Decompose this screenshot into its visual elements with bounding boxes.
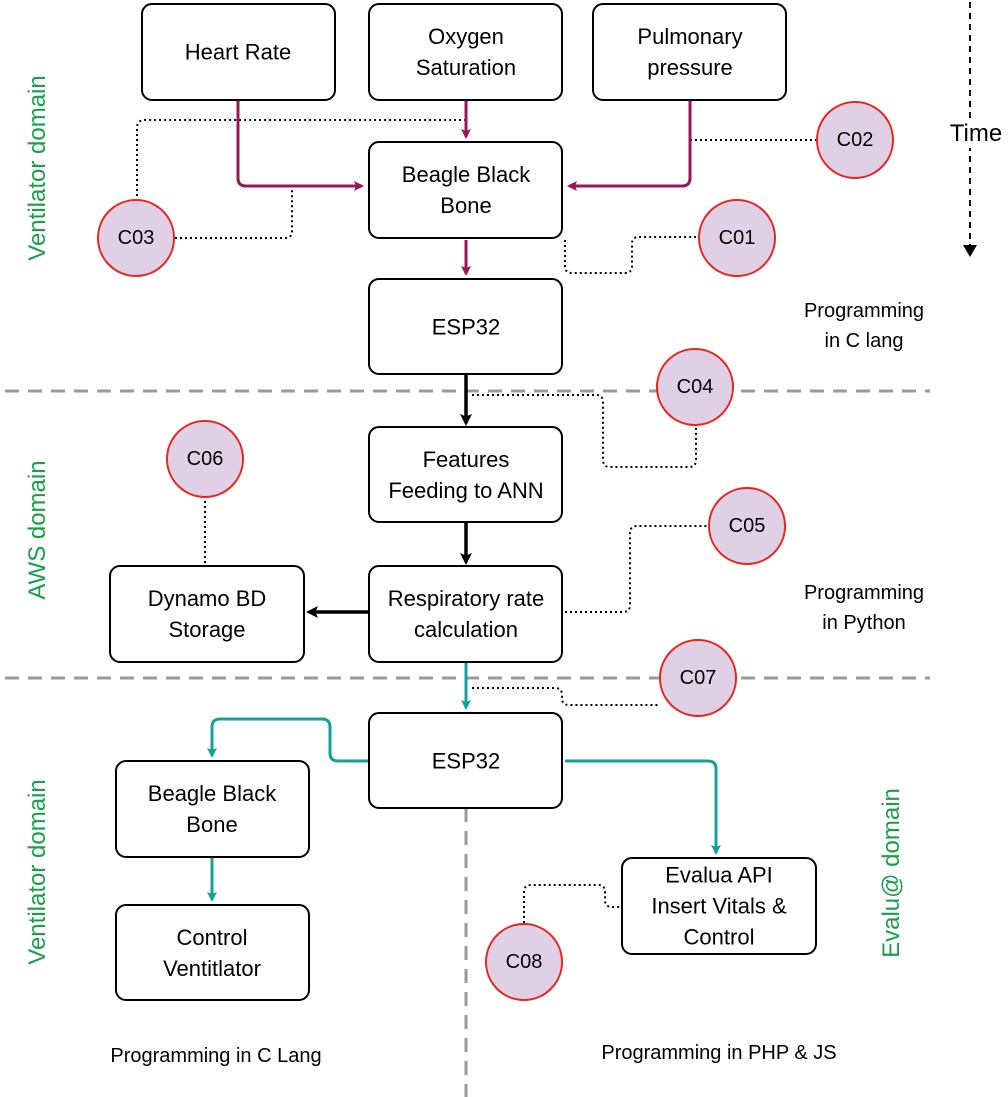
component-circle-c02 <box>816 101 894 179</box>
beagle-bottom-box <box>115 760 310 858</box>
beagle-bottom-label-line-1: Beagle Black <box>148 781 277 806</box>
features-label-line-1: Features <box>423 447 510 472</box>
domain-label-bottom-left: Ventilator domain <box>24 779 51 964</box>
component-circle-c01 <box>698 199 776 277</box>
evalua-api-label-line-2: Insert Vitals & <box>651 894 787 919</box>
component-label-c04: C04 <box>677 376 714 398</box>
esp32-top-box <box>368 278 563 375</box>
component-circle-c03 <box>97 199 175 277</box>
component-label-c02: C02 <box>837 129 874 151</box>
note-top-line-1: Programming <box>804 300 924 322</box>
component-circle-c07 <box>659 639 737 717</box>
esp32-bottom-label-line-1: ESP32 <box>432 749 501 774</box>
domain-label-bottom-right: Evalu@ domain <box>878 788 905 958</box>
time-label: Time <box>950 120 1002 147</box>
note-middle-line-2: in Python <box>822 612 905 634</box>
component-label-c07: C07 <box>680 667 717 689</box>
features-box <box>368 426 563 523</box>
oxygen-saturation-box <box>368 3 563 101</box>
dotted-connectors <box>136 119 818 928</box>
pulmonary-pressure-label-line-1: Pulmonary <box>637 24 742 49</box>
pulmonary-pressure-box <box>592 3 787 101</box>
control-box <box>115 904 310 1001</box>
heart-rate-box <box>141 3 336 101</box>
note-bottom-left-line-1: Programming in C Lang <box>110 1045 321 1067</box>
component-circle-c06 <box>166 420 244 498</box>
teal-arrows <box>207 662 721 902</box>
note-middle-line-1: Programming <box>804 582 924 604</box>
maroon-arrows <box>236 100 692 276</box>
control-label-line-1: Control <box>177 925 248 950</box>
component-label-c01: C01 <box>719 227 756 249</box>
dynamo-label-line-1: Dynamo BD <box>148 586 267 611</box>
component-circle-c05 <box>708 487 786 565</box>
domain-label-middle: AWS domain <box>24 460 51 599</box>
evalua-api-label-line-3: Control <box>684 925 755 950</box>
domain-label-top: Ventilator domain <box>24 75 51 260</box>
respiratory-box <box>368 565 563 663</box>
component-label-c03: C03 <box>118 227 155 249</box>
component-label-c05: C05 <box>729 515 766 537</box>
note-top-line-2: in C lang <box>825 330 904 352</box>
component-label-c06: C06 <box>187 448 224 470</box>
control-label-line-2: Ventitlator <box>163 956 261 981</box>
component-circle-c08 <box>485 923 563 1001</box>
beagle-bottom-label-line-2: Bone <box>186 812 237 837</box>
note-bottom-right-line-1: Programming in PHP & JS <box>601 1042 836 1064</box>
beagle-top-label-line-1: Beagle Black <box>402 162 531 187</box>
respiratory-label-line-1: Respiratory rate <box>388 586 545 611</box>
heart-rate-label-line-1: Heart Rate <box>185 40 291 65</box>
respiratory-label-line-2: calculation <box>414 617 518 642</box>
oxygen-saturation-label-line-2: Saturation <box>416 55 516 80</box>
component-label-c08: C08 <box>506 951 543 973</box>
evalua-api-label-line-1: Evalua API <box>665 863 773 888</box>
features-label-line-2: Feeding to ANN <box>388 478 543 503</box>
pulmonary-pressure-label-line-2: pressure <box>647 55 733 80</box>
esp32-bottom-box <box>368 712 563 809</box>
time-arrow-head <box>963 245 977 257</box>
esp32-top-label-line-1: ESP32 <box>432 315 501 340</box>
component-circle-c04 <box>656 348 734 426</box>
dynamo-box <box>109 565 305 663</box>
beagle-top-box <box>368 141 563 239</box>
oxygen-saturation-label-line-1: Oxygen <box>428 24 504 49</box>
beagle-top-label-line-2: Bone <box>440 193 491 218</box>
black-arrows <box>306 374 472 618</box>
evalua-api-box <box>621 857 817 955</box>
dynamo-label-line-2: Storage <box>168 617 245 642</box>
